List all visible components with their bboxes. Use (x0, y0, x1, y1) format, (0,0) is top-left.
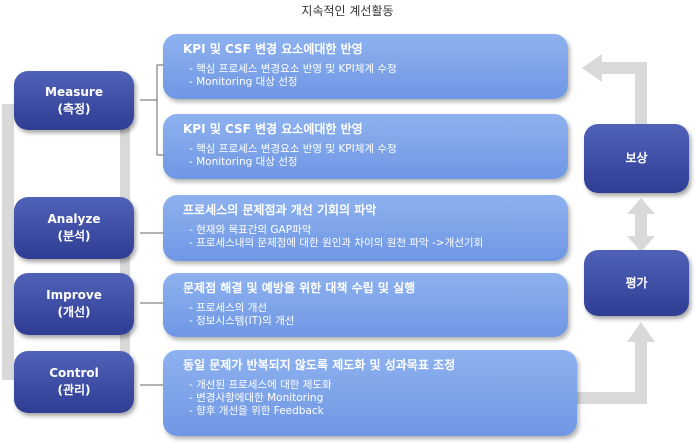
reward-node-label: 보상 (625, 151, 648, 165)
panel-item: - 변경사항에대한 Monitoring (189, 392, 324, 404)
panel-analyze: 프로세스의 문제점과 개선 기회의 파악 - 현재와 목표간의 GAP파악 - … (163, 195, 568, 261)
analyze-node-label: Analyze (47, 212, 101, 226)
panel-measure-2: KPI 및 CSF 변경 요소에대한 반영 - 핵심 프로세스 변경요소 반영 … (163, 114, 568, 179)
panel-item: - 개선된 프로세스에 대한 제도화 (189, 379, 332, 391)
panel-item: - 프로세스의 개선 (189, 302, 268, 314)
panel-item: - Monitoring 대상 선정 (189, 156, 298, 168)
control-to-evaluate-vertical (635, 340, 647, 404)
panel-item: - 정보시스템(IT)의 개선 (189, 315, 295, 327)
reward-node: 보상 (584, 124, 689, 193)
reward-to-panel-horizontal (600, 62, 647, 74)
control-node: Control (관리) (14, 351, 134, 413)
panel-item: - Monitoring 대상 선정 (189, 76, 298, 88)
improve-node-sublabel: (개선) (57, 305, 91, 319)
panel-title: KPI 및 CSF 변경 요소에대한 반영 (183, 42, 363, 56)
measure-node: Measure (측정) (14, 71, 134, 130)
loop-left-vertical (2, 110, 14, 380)
control-node-sublabel: (관리) (57, 383, 91, 397)
evaluate-node-label: 평가 (625, 275, 648, 290)
panel-item: - 프로세스내의 문제점에 대한 원인과 차이의 원천 파악 ->개선기회 (189, 237, 484, 249)
panel-measure-1: KPI 및 CSF 변경 요소에대한 반영 - 핵심 프로세스 변경요소 반영 … (163, 34, 568, 99)
panel-control: 동일 문제가 반복되지 않도록 제도화 및 성과목표 조정 - 개선된 프로세스… (163, 350, 577, 436)
evaluate-node: 평가 (584, 250, 689, 316)
top-panel-arrowhead (582, 54, 602, 82)
analyze-node-sublabel: (분석) (57, 229, 91, 243)
improve-node-label: Improve (46, 288, 102, 302)
evaluate-arrowhead (627, 322, 655, 342)
analyze-node: Analyze (분석) (14, 197, 134, 259)
measure-node-sublabel: (측정) (57, 101, 91, 116)
reward-down-arrowhead (627, 198, 655, 214)
panel-item: - 핵심 프로세스 변경요소 반영 및 KPI체계 수정 (189, 143, 397, 155)
panel-item: - 핵심 프로세스 변경요소 반영 및 KPI체계 수정 (189, 63, 397, 75)
evaluate-reward-stem (635, 210, 647, 240)
measure-bracket (156, 64, 163, 156)
control-node-label: Control (49, 366, 99, 380)
panel-item: - 현재와 목표간의 GAP파악 (189, 224, 312, 236)
panel-title: 문제점 해결 및 예방을 위한 대책 수립 및 실행 (183, 281, 416, 295)
panel-title: KPI 및 CSF 변경 요소에대한 반영 (183, 122, 363, 136)
diagram-title: 지속적인 계선활동 (301, 4, 394, 18)
evaluate-up-arrowhead (627, 236, 655, 252)
control-to-evaluate-horizontal (577, 392, 647, 404)
reward-up-vertical (635, 62, 647, 128)
panel-title: 프로세스의 문제점과 개선 기회의 파악 (183, 203, 377, 217)
panel-improve: 문제점 해결 및 예방을 위한 대책 수립 및 실행 - 프로세스의 개선 - … (163, 273, 568, 337)
panel-title: 동일 문제가 반복되지 않도록 제도화 및 성과목표 조정 (183, 358, 456, 372)
measure-node-label: Measure (45, 84, 103, 99)
panel-item: - 향후 개선을 위한 Feedback (189, 405, 324, 417)
improve-node: Improve (개선) (14, 273, 134, 335)
